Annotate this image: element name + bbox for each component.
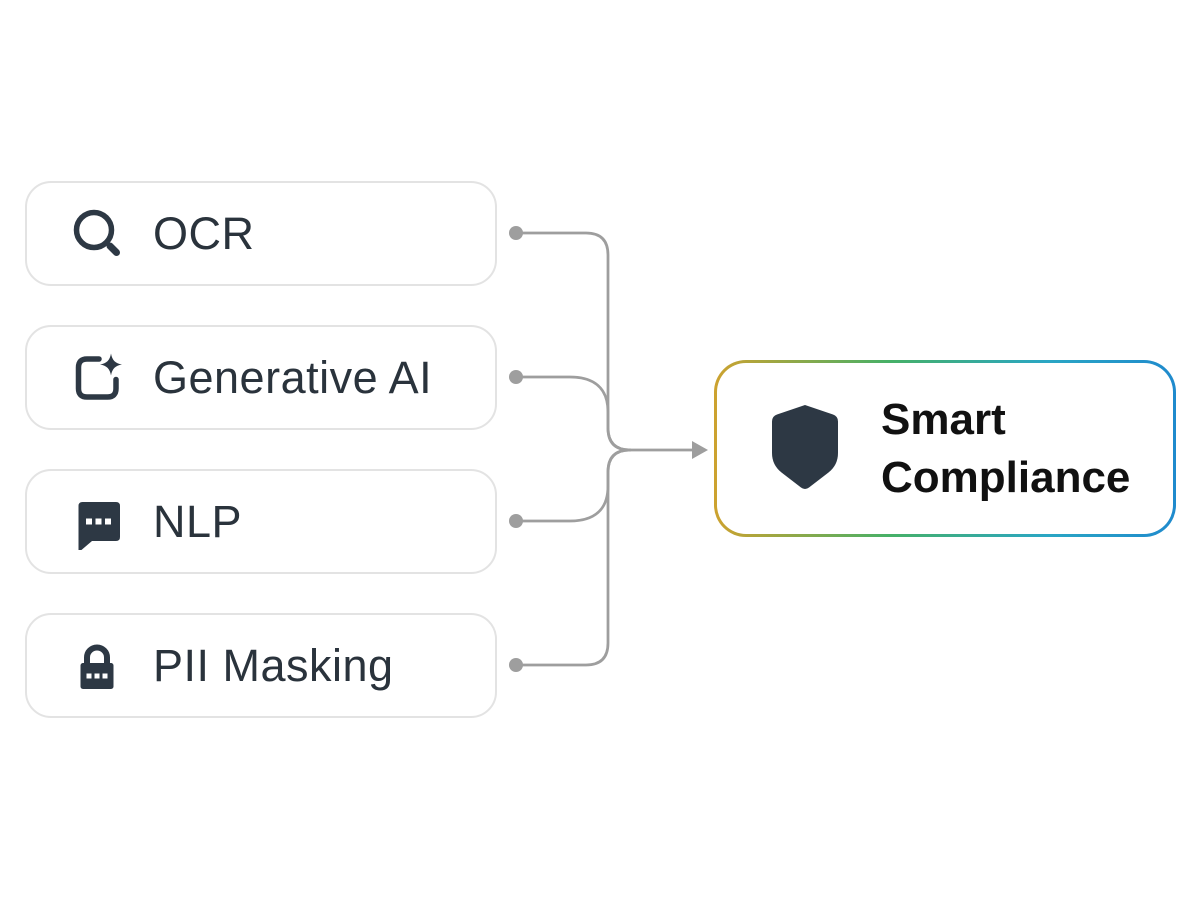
chat-bubble-icon	[78, 501, 120, 550]
connector-dot-nlp	[509, 514, 523, 528]
source-node-nlp: NLP	[25, 469, 497, 574]
search-icon	[73, 209, 120, 256]
connector-path-ocr	[514, 231, 632, 452]
source-node-generative-ai: Generative AI	[25, 325, 497, 430]
generative-spark-icon	[75, 353, 122, 400]
connector-path-generative-ai	[514, 375, 632, 452]
padlock-icon	[80, 644, 114, 689]
source-label: Generative AI	[153, 351, 433, 403]
source-node-pii-masking: PII Masking	[25, 613, 497, 718]
source-label: OCR	[153, 207, 255, 259]
source-node-ocr: OCR	[25, 181, 497, 286]
target-label: Smart Compliance	[881, 395, 1131, 502]
connector-dot-pii-masking	[509, 658, 523, 672]
shield-icon	[772, 404, 838, 489]
target-node-inner: Smart Compliance	[717, 363, 1173, 534]
target-node-smart-compliance: Smart Compliance	[714, 360, 1176, 537]
connector-path-nlp	[514, 448, 632, 523]
source-label: NLP	[153, 495, 243, 547]
connector-path-pii-masking	[514, 448, 632, 667]
connector-dot-ocr	[509, 226, 523, 240]
source-label: PII Masking	[153, 639, 394, 691]
arrow-head-icon	[692, 441, 708, 459]
connector-dot-generative-ai	[509, 370, 523, 384]
